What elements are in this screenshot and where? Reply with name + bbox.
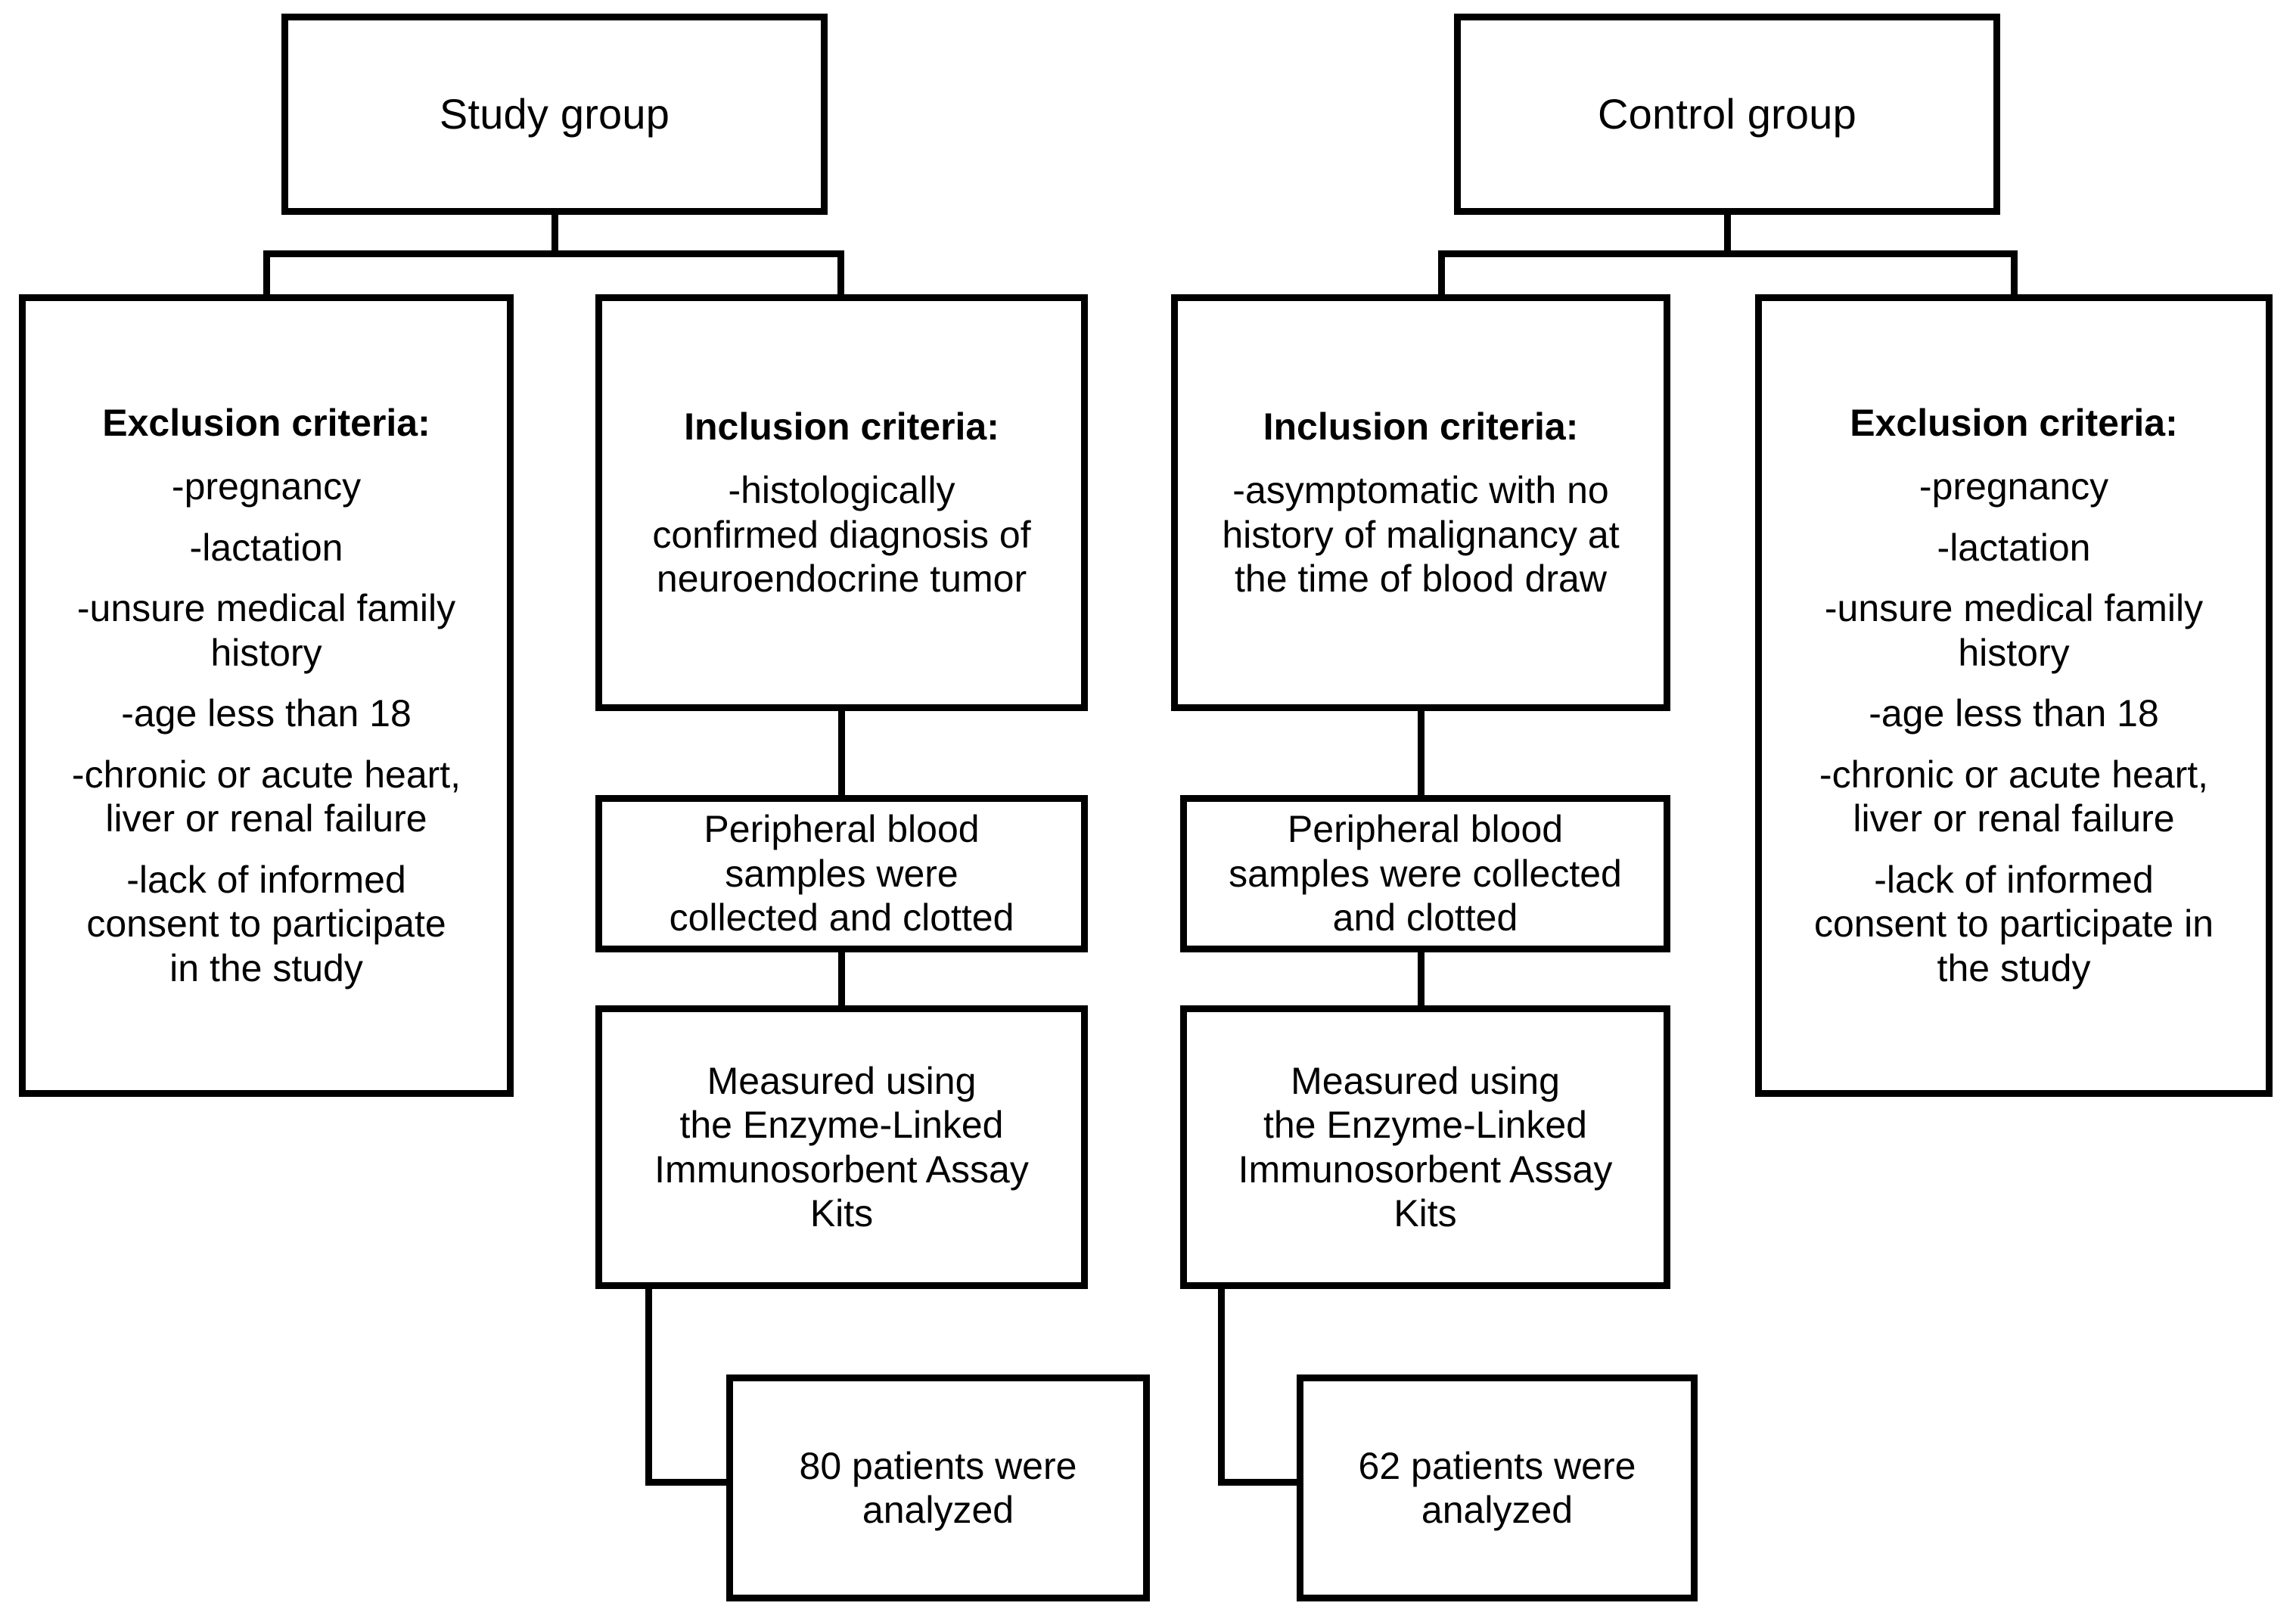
study-group-title: Study group xyxy=(439,90,670,138)
connector-study-measurement-elbow-vertical xyxy=(645,1289,652,1486)
control-measurement-line-2: the Enzyme-Linked xyxy=(1263,1104,1587,1146)
study-exclusion-item-3: -unsure medical family history xyxy=(76,587,456,674)
connector-control-collection-to-measurement xyxy=(1418,952,1425,1008)
node-control-outcome: 62 patients were analyzed xyxy=(1297,1374,1698,1601)
control-measurement-line-3: Immunosorbent Assay xyxy=(1238,1148,1613,1191)
connector-control-stem xyxy=(1724,215,1731,254)
connector-control-measurement-elbow-vertical xyxy=(1218,1289,1225,1486)
control-outcome-line-2: analyzed xyxy=(1421,1489,1574,1531)
study-measurement-line-3: Immunosorbent Assay xyxy=(654,1148,1029,1191)
control-outcome-line-1: 62 patients were xyxy=(1358,1444,1636,1487)
node-control-group: Control group xyxy=(1454,14,2000,215)
connector-study-to-inclusion xyxy=(837,250,844,297)
control-inclusion-line-2: history of malignancy at xyxy=(1222,513,1620,556)
control-collection-line-2: samples were collected xyxy=(1229,852,1622,895)
node-control-blood-collection: Peripheral blood samples were collected … xyxy=(1180,795,1670,952)
study-exclusion-item-1: -pregnancy xyxy=(171,465,362,508)
node-study-outcome: 80 patients were analyzed xyxy=(726,1374,1150,1601)
study-collection-line-3: collected and clotted xyxy=(669,896,1014,940)
node-study-blood-collection: Peripheral blood samples were collected … xyxy=(595,795,1088,952)
study-collection-line-2: samples were xyxy=(725,852,958,895)
study-outcome-line-1: 80 patients were xyxy=(799,1444,1077,1487)
study-exclusion-item-5: -chronic or acute heart, liver or renal … xyxy=(71,753,461,840)
control-group-title: Control group xyxy=(1598,90,1856,138)
connector-control-inclusion-to-collection xyxy=(1418,711,1425,798)
control-measurement-line-1: Measured using xyxy=(1291,1059,1560,1102)
connector-study-collection-to-measurement xyxy=(838,952,845,1008)
connector-study-bus xyxy=(263,250,844,257)
control-exclusion-item-6: -lack of informed consent to participate… xyxy=(1813,858,2214,989)
node-study-group: Study group xyxy=(281,14,828,215)
node-control-exclusion-criteria: Exclusion criteria: -pregnancy -lactatio… xyxy=(1755,294,2273,1097)
connector-study-to-exclusion xyxy=(263,250,270,297)
study-inclusion-heading: Inclusion criteria: xyxy=(684,405,999,448)
control-measurement-line-4: Kits xyxy=(1393,1192,1457,1235)
study-measurement-line-4: Kits xyxy=(809,1192,874,1235)
control-collection-line-3: and clotted xyxy=(1332,896,1518,940)
control-exclusion-item-3: -unsure medical family history xyxy=(1824,587,2204,674)
node-study-exclusion-criteria: Exclusion criteria: -pregnancy -lactatio… xyxy=(19,294,514,1097)
study-measurement-line-2: the Enzyme-Linked xyxy=(679,1104,1004,1146)
connector-control-to-inclusion xyxy=(1438,250,1445,297)
control-exclusion-item-5: -chronic or acute heart, liver or renal … xyxy=(1819,753,2209,840)
node-control-measurement: Measured using the Enzyme-Linked Immunos… xyxy=(1180,1005,1670,1289)
connector-study-inclusion-to-collection xyxy=(838,711,845,798)
connector-control-to-exclusion xyxy=(2011,250,2018,297)
study-exclusion-heading: Exclusion criteria: xyxy=(102,401,430,444)
connector-control-bus xyxy=(1438,250,2018,257)
control-exclusion-item-1: -pregnancy xyxy=(1919,465,2109,508)
node-study-inclusion-criteria: Inclusion criteria: -histologically conf… xyxy=(595,294,1088,711)
node-control-inclusion-criteria: Inclusion criteria: -asymptomatic with n… xyxy=(1171,294,1670,711)
control-exclusion-heading: Exclusion criteria: xyxy=(1850,401,2178,444)
control-inclusion-line-3: the time of blood draw xyxy=(1235,558,1607,600)
control-collection-line-1: Peripheral blood xyxy=(1287,808,1564,851)
study-inclusion-line-2: confirmed diagnosis of xyxy=(652,513,1031,556)
node-study-measurement: Measured using the Enzyme-Linked Immunos… xyxy=(595,1005,1088,1289)
control-inclusion-line-1: -asymptomatic with no xyxy=(1232,469,1609,511)
study-inclusion-line-1: -histologically xyxy=(728,469,955,511)
study-exclusion-item-4: -age less than 18 xyxy=(121,692,412,735)
study-collection-line-1: Peripheral blood xyxy=(704,808,980,851)
study-exclusion-item-6: -lack of informed consent to participate… xyxy=(86,858,446,989)
study-inclusion-line-3: neuroendocrine tumor xyxy=(656,558,1027,600)
study-outcome-line-2: analyzed xyxy=(862,1489,1014,1531)
connector-study-stem xyxy=(551,215,558,254)
study-exclusion-item-2: -lactation xyxy=(189,526,343,569)
connector-study-measurement-elbow-horizontal xyxy=(645,1479,736,1486)
control-exclusion-item-2: -lactation xyxy=(1937,526,2091,569)
connector-control-measurement-elbow-horizontal xyxy=(1218,1479,1307,1486)
control-inclusion-heading: Inclusion criteria: xyxy=(1263,405,1579,448)
study-measurement-line-1: Measured using xyxy=(707,1059,977,1102)
control-exclusion-item-4: -age less than 18 xyxy=(1869,692,2159,735)
